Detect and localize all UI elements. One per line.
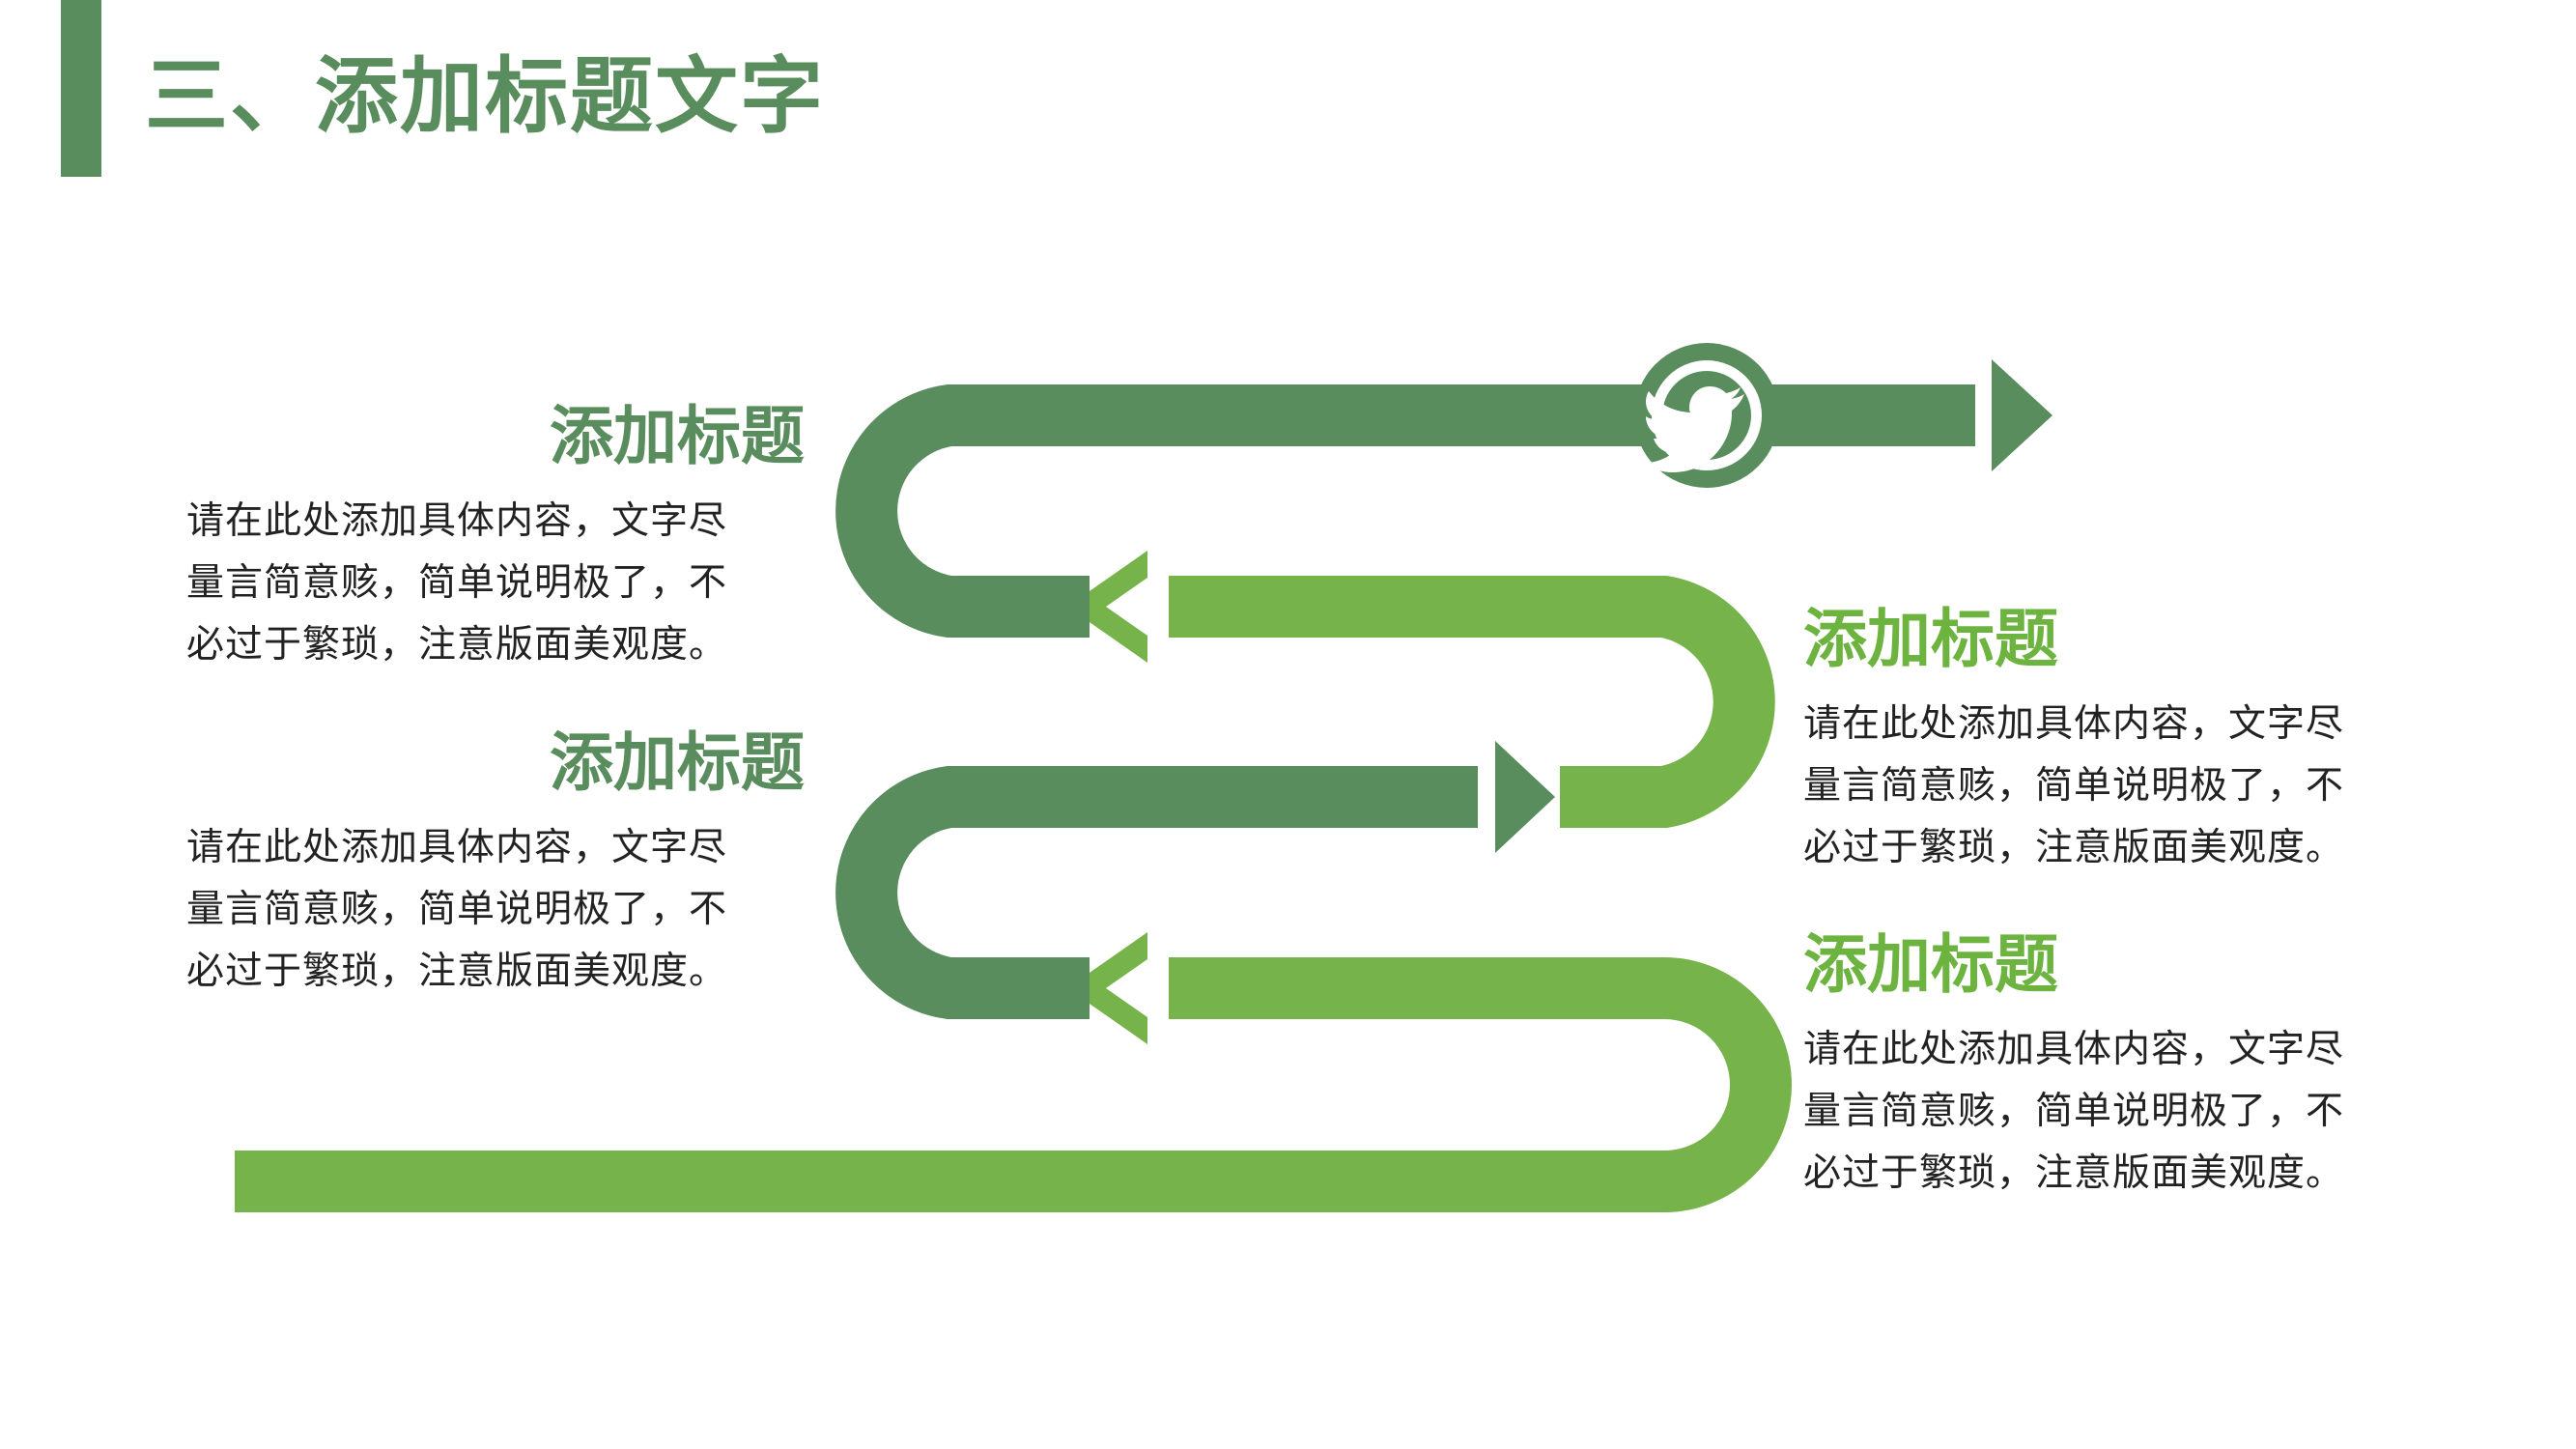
block-body: 请在此处添加具体内容，文字尽 量言简意赅，简单说明极了，不 必过于繁琐，注意版面… [186, 817, 805, 1003]
body-line: 量言简意赅，简单说明极了，不 [1803, 764, 2345, 808]
block-body: 请在此处添加具体内容，文字尽 量言简意赅，简单说明极了，不 必过于繁琐，注意版面… [1803, 694, 2421, 879]
path-segment-top [835, 384, 1975, 638]
arrow-head-upper-left-notch [1106, 578, 1147, 636]
twitter-bird-icon [1640, 386, 1744, 472]
body-line: 请在此处添加具体内容，文字尽 [186, 826, 728, 869]
body-line: 必过于繁琐，注意版面美观度。 [1803, 1151, 2345, 1195]
body-line: 必过于繁琐，注意版面美观度。 [186, 950, 728, 993]
page-title: 三、添加标题文字 [145, 48, 825, 145]
block-title: 添加标题 [550, 725, 805, 800]
body-line: 量言简意赅，简单说明极了，不 [1803, 1090, 2345, 1133]
body-line: 量言简意赅，简单说明极了，不 [186, 561, 728, 605]
text-block-left-bottom: 添加标题 请在此处添加具体内容，文字尽 量言简意赅，简单说明极了，不 必过于繁琐… [186, 723, 805, 1003]
body-line: 必过于繁琐，注意版面美观度。 [186, 623, 728, 667]
text-block-right-bottom: 添加标题 请在此处添加具体内容，文字尽 量言简意赅，简单说明极了，不 必过于繁琐… [1803, 924, 2421, 1205]
body-line: 请在此处添加具体内容，文字尽 [186, 499, 728, 543]
text-block-right-top: 添加标题 请在此处添加具体内容，文字尽 量言简意赅，简单说明极了，不 必过于繁琐… [1803, 599, 2421, 879]
path-segment-lower-dark [835, 766, 1478, 1019]
arrow-head-mid-right [1495, 741, 1555, 853]
block-body: 请在此处添加具体内容，文字尽 量言简意赅，简单说明极了，不 必过于繁琐，注意版面… [1803, 1019, 2421, 1205]
block-title: 添加标题 [1803, 927, 2058, 1002]
body-line: 必过于繁琐，注意版面美观度。 [1803, 826, 2345, 869]
arrow-head-lower-left-notch [1106, 959, 1147, 1017]
body-line: 请在此处添加具体内容，文字尽 [1803, 702, 2345, 746]
path-segment-upper-light [1169, 576, 1775, 828]
title-accent-bar [61, 0, 101, 177]
path-segment-bottom [235, 957, 1792, 1212]
block-title: 添加标题 [1803, 602, 2058, 676]
arrow-head-top-right [1992, 359, 2052, 471]
block-title: 添加标题 [550, 399, 805, 473]
body-line: 请在此处添加具体内容，文字尽 [1803, 1028, 2345, 1071]
body-line: 量言简意赅，简单说明极了，不 [186, 888, 728, 931]
text-block-left-top: 添加标题 请在此处添加具体内容，文字尽 量言简意赅，简单说明极了，不 必过于繁琐… [186, 396, 805, 676]
block-body: 请在此处添加具体内容，文字尽 量言简意赅，简单说明极了，不 必过于繁琐，注意版面… [186, 491, 805, 676]
